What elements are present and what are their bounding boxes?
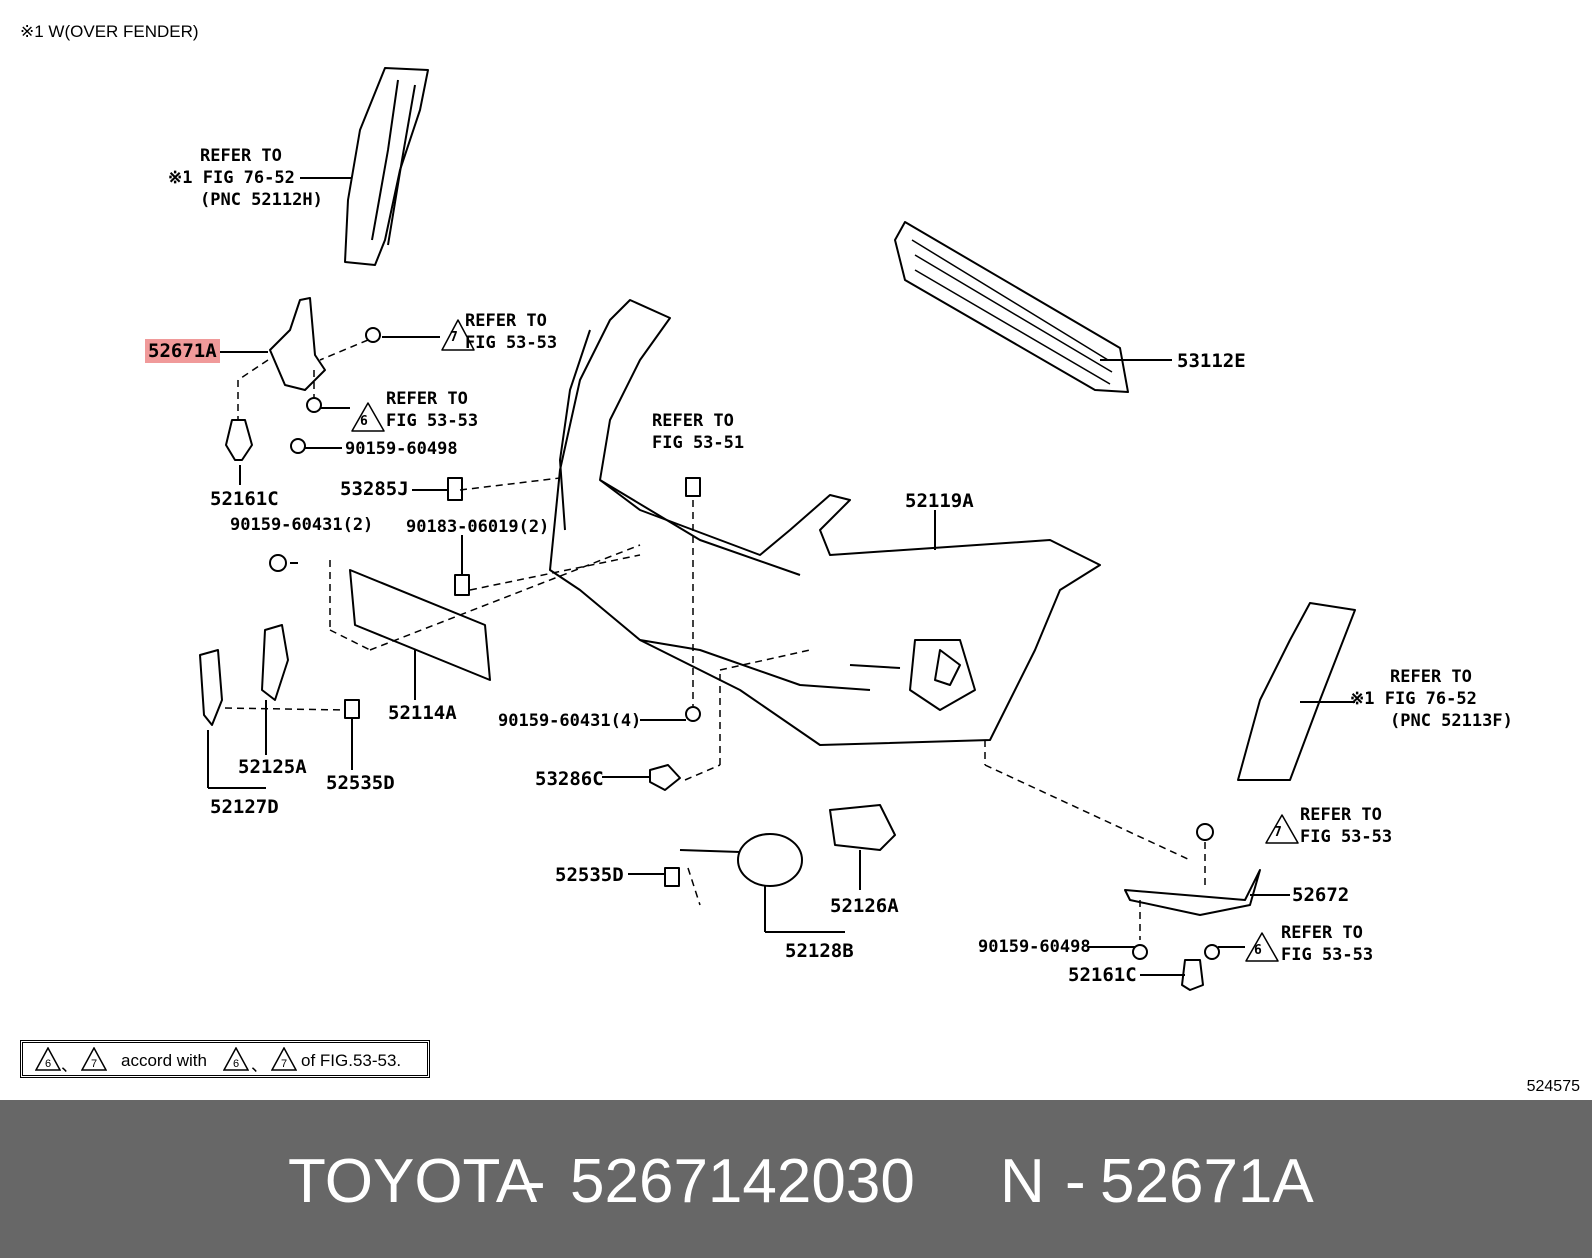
part-label-90183-06019-2[interactable]: 90183-06019(2)	[406, 517, 550, 537]
over-fender-left	[344, 67, 429, 266]
part-label-52114A[interactable]: 52114A	[388, 702, 457, 724]
ref-line1: REFER TO	[1300, 805, 1382, 825]
bracket-52672-shape	[1124, 869, 1261, 916]
part-label-52125A[interactable]: 52125A	[238, 756, 307, 778]
triangle-number: 6	[45, 1058, 51, 1070]
part-label-52119A[interactable]: 52119A	[905, 490, 974, 512]
legend-separator: 、	[251, 1056, 268, 1075]
part-label-52535D-bottom[interactable]: 52535D	[555, 864, 624, 886]
part-label-53285J[interactable]: 53285J	[340, 478, 409, 500]
over-fender-right	[1237, 602, 1356, 781]
ref-line1: REFER TO	[200, 146, 282, 166]
ref-line1: REFER TO	[1281, 923, 1363, 943]
ref-fig-53-53-tri6-top: REFER TO FIG 53-53	[386, 388, 478, 432]
legend-separator: 、	[61, 1056, 78, 1075]
ref-fig-76-52-left: REFER TO ※1 FIG 76-52 (PNC 52112H)	[168, 145, 323, 211]
over-fender-note: ※1 W(OVER FENDER)	[20, 22, 199, 41]
triangle-7-number: 7	[450, 330, 458, 345]
bracket-52671A-shape	[269, 297, 326, 391]
triangle-7-number: 7	[1274, 825, 1282, 840]
triangle-7-icon: 7	[271, 1047, 297, 1071]
parts-diagram: ※1 W(OVER FENDER) REFER TO ※1 FIG 76-52 …	[20, 22, 1580, 1095]
footer-part-number: 5267142030	[570, 1147, 915, 1216]
triangle-6-number: 6	[1254, 943, 1262, 958]
ref-line1: REFER TO	[465, 311, 547, 331]
footer-dash: -	[1065, 1147, 1086, 1216]
ref-line2: FIG 53-53	[465, 333, 558, 353]
triangle-6-icon: 6	[223, 1047, 249, 1071]
part-label-53286C[interactable]: 53286C	[535, 768, 604, 790]
part-label-90159-60498-top[interactable]: 90159-60498	[345, 439, 458, 459]
part-label-52126A[interactable]: 52126A	[830, 895, 899, 917]
ref-fig-53-53-tri6-bottom: REFER TO FIG 53-53	[1281, 922, 1373, 966]
ref-line3: (PNC 52113F)	[1390, 711, 1513, 731]
ref-prefix: ※1	[1350, 689, 1375, 709]
side-trim-52127D	[199, 649, 223, 726]
ref-line1: REFER TO	[1390, 667, 1472, 687]
ref-line2-wrap: ※1 FIG 76-52	[168, 167, 323, 189]
part-label-52671A[interactable]: 52671A	[145, 339, 220, 363]
side-trim-52125A	[261, 624, 289, 701]
ref-fig-53-53-tri7-top: REFER TO FIG 53-53	[465, 310, 557, 354]
part-label-52535D-left[interactable]: 52535D	[326, 772, 395, 794]
ref-line2: FIG 76-52	[1384, 689, 1477, 709]
part-label-52127D[interactable]: 52127D	[210, 796, 279, 818]
triangle-number: 7	[91, 1058, 97, 1070]
ref-fig-76-52-right: REFER TO ※1 FIG 76-52 (PNC 52113F)	[1350, 666, 1513, 732]
legend-box: 6 、 7 accord with 6 、 7 of FIG.53-53.	[20, 1040, 430, 1078]
legend-accord-with: accord with	[121, 1051, 207, 1070]
ref-line2: FIG 53-53	[1281, 945, 1374, 965]
ref-fig-53-53-tri7-bottom: REFER TO FIG 53-53	[1300, 804, 1392, 848]
ref-line3: (PNC 52112H)	[200, 190, 323, 210]
ref-line2: FIG 53-53	[1300, 827, 1393, 847]
part-label-52161C-top[interactable]: 52161C	[210, 488, 279, 510]
footer-n: N	[1000, 1147, 1045, 1216]
footer-bar: TOYOTA - 5267142030 N - 52671A	[0, 1100, 1592, 1258]
footer-pnc: 52671A	[1100, 1147, 1314, 1216]
illustration-number: 524575	[1526, 1078, 1580, 1095]
triangle-number: 6	[233, 1058, 239, 1070]
part-label-52672[interactable]: 52672	[1292, 884, 1350, 906]
triangle-7-icon: 7	[81, 1047, 107, 1071]
ref-line2-wrap: ※1 FIG 76-52	[1350, 688, 1513, 710]
ref-prefix: ※1	[168, 168, 193, 188]
ref-line1: REFER TO	[386, 389, 468, 409]
triangle-6-number: 6	[360, 414, 368, 429]
ref-line2: FIG 53-51	[652, 433, 745, 453]
footer-brand: TOYOTA	[288, 1147, 538, 1216]
ref-line2: FIG 53-53	[386, 411, 479, 431]
part-label-90159-60498-bottom[interactable]: 90159-60498	[978, 937, 1091, 957]
tow-hook-cap	[649, 764, 681, 791]
triangle-number: 7	[281, 1058, 287, 1070]
ref-line2: FIG 76-52	[202, 168, 295, 188]
fog-lamp-bezel	[829, 804, 896, 851]
ref-line1: REFER TO	[652, 411, 734, 431]
part-label-90159-60431-4[interactable]: 90159-60431(4)	[498, 711, 642, 731]
part-label-53112E[interactable]: 53112E	[1177, 350, 1246, 372]
triangle-6-icon: 6	[35, 1047, 61, 1071]
part-label-52128B[interactable]: 52128B	[785, 940, 854, 962]
legend-of-fig: of FIG.53-53.	[301, 1051, 402, 1070]
footer-dash: -	[525, 1147, 546, 1216]
ref-fig-53-51: REFER TO FIG 53-51	[652, 410, 744, 454]
part-label-52161C-bottom[interactable]: 52161C	[1068, 964, 1137, 986]
part-label-90159-60431-2[interactable]: 90159-60431(2)	[230, 515, 374, 535]
bumper-cover	[549, 299, 1101, 746]
radiator-grille	[894, 221, 1129, 393]
highlighted-part-number[interactable]: 52671A	[145, 339, 220, 363]
license-bracket	[349, 569, 491, 681]
diagram-drawing	[199, 67, 1356, 991]
